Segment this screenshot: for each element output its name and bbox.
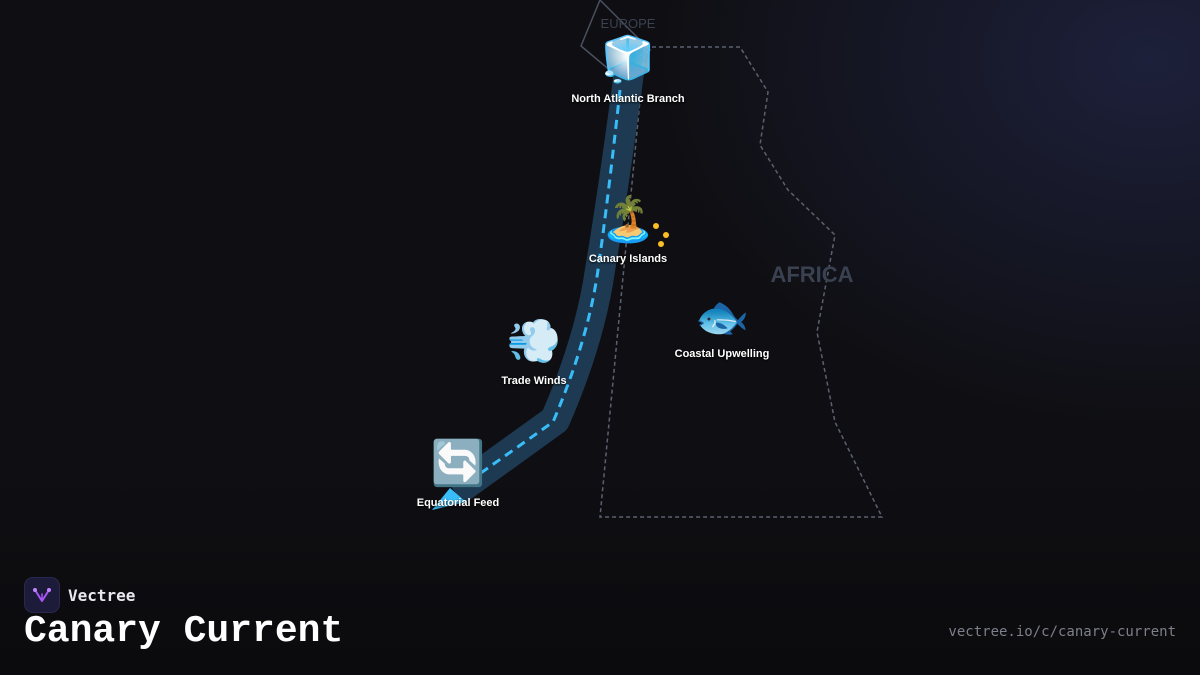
- wind-gust-icon: 💨: [506, 316, 562, 367]
- marker-label: Coastal Upwelling: [674, 348, 770, 360]
- page-title: Canary Current: [24, 610, 344, 653]
- island-dots: [653, 223, 669, 247]
- vectree-logo-icon: [24, 577, 60, 613]
- cycle-arrows-icon: 🔄: [430, 438, 486, 489]
- africa-outline: [599, 46, 884, 518]
- desert-island-icon: 🏝️: [600, 194, 656, 245]
- marker-label: Equatorial Feed: [416, 497, 500, 509]
- europe-outline: [580, 0, 652, 73]
- marker-label: Canary Islands: [588, 253, 668, 265]
- current-arrowhead: [432, 488, 466, 510]
- current-flow-line: [477, 89, 622, 477]
- brand: Vectree: [24, 577, 135, 613]
- fish-icon: 🐟: [694, 292, 750, 343]
- brand-name: Vectree: [68, 585, 136, 605]
- page-url-link[interactable]: vectree.io/c/canary-current: [948, 624, 1176, 640]
- africa-label: AFRICA: [770, 262, 853, 287]
- marker-trade-winds[interactable]: 💨 Trade Winds: [501, 320, 566, 388]
- europe-label: EUROPE: [601, 16, 656, 31]
- marker-coastal-upwelling[interactable]: 🐟 Coastal Upwelling: [675, 296, 770, 361]
- marker-canary-islands[interactable]: 🏝️ Canary Islands: [589, 198, 667, 266]
- marker-north-atlantic-branch[interactable]: 🧊 North Atlantic Branch: [571, 38, 684, 106]
- marker-equatorial-feed[interactable]: 🔄 Equatorial Feed: [417, 442, 500, 510]
- ice-cube-icon: 🧊: [600, 34, 656, 85]
- marker-label: North Atlantic Branch: [571, 93, 685, 105]
- marker-label: Trade Winds: [501, 375, 567, 387]
